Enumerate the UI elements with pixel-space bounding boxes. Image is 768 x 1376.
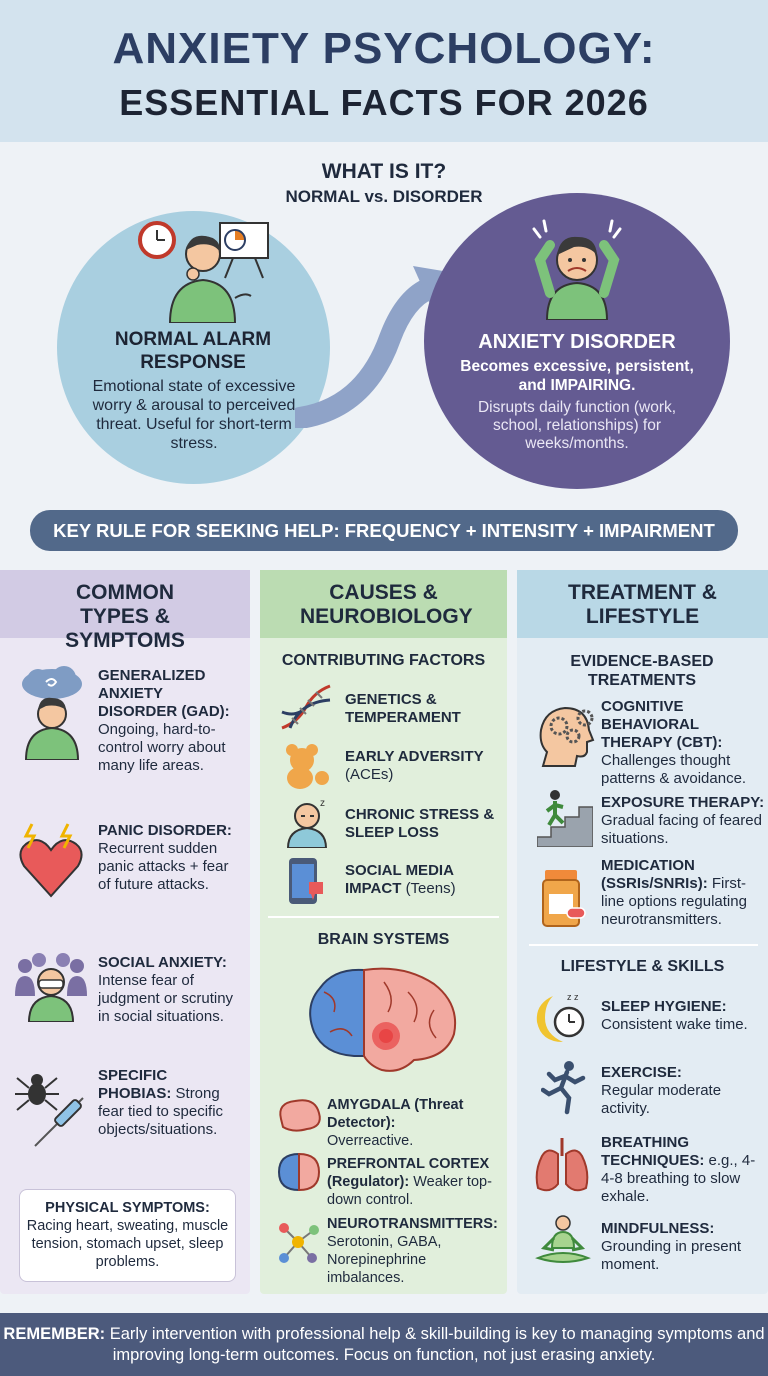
panic-text: Recurrent sudden panic attacks + fear of… bbox=[98, 840, 229, 893]
distressed-person-icon bbox=[532, 219, 622, 320]
factor-genetics: GENETICS & TEMPERAMENT bbox=[345, 691, 461, 726]
broken-heart-icon bbox=[19, 823, 83, 898]
causes-divider bbox=[268, 916, 499, 918]
what-is-subheading: NORMAL vs. DISORDER bbox=[285, 187, 483, 206]
gad-item: GENERALIZED ANXIETY DISORDER (GAD): Ongo… bbox=[98, 667, 244, 775]
svg-text:z z: z z bbox=[567, 992, 579, 1002]
footer-banner: REMEMBER: Early intervention with profes… bbox=[0, 1313, 768, 1376]
factor-adversity: EARLY ADVERSITY (ACEs) bbox=[345, 748, 484, 783]
runner-icon bbox=[541, 1061, 586, 1115]
dna-icon bbox=[281, 684, 331, 730]
lungs-icon bbox=[535, 1138, 589, 1192]
brain-diagram-icon bbox=[309, 967, 456, 1072]
key-rule-banner: KEY RULE FOR SEEKING HELP: FREQUENCY + I… bbox=[30, 510, 738, 551]
types-heading: COMMON TYPES & SYMPTOMS bbox=[0, 570, 250, 652]
neurotransmitters-item: NEUROTRANSMITTERS: Serotonin, GABA, Nore… bbox=[327, 1216, 498, 1286]
phobia-text: Strong fear tied to specific objects/sit… bbox=[98, 1085, 224, 1138]
stressed-person-icon bbox=[138, 221, 269, 323]
broken-teddy-icon bbox=[286, 744, 329, 789]
svg-text:z: z bbox=[320, 798, 325, 809]
factor-stress: CHRONIC STRESS & SLEEP LOSS bbox=[345, 806, 495, 841]
disorder-text: Disrupts daily function (work, school, r… bbox=[477, 399, 677, 452]
what-is-heading: WHAT IS IT? bbox=[321, 160, 447, 183]
phobia-item: SPECIFIC PHOBIAS: Strong fear tied to sp… bbox=[98, 1067, 244, 1139]
breathing-item: BREATHING TECHNIQUES: e.g., 4-4-8 breath… bbox=[601, 1134, 756, 1205]
disorder-title: ANXIETY DISORDER bbox=[478, 331, 676, 353]
molecule-icon bbox=[279, 1223, 319, 1263]
title-line1: ANXIETY PSYCHOLOGY: bbox=[112, 24, 656, 73]
types-column: COMMON TYPES & SYMPTOMS GENERALIZED ANXI… bbox=[0, 570, 250, 1294]
factor-social-media: SOCIAL MEDIA IMPACT (Teens) bbox=[345, 862, 456, 897]
pill-bottle-icon bbox=[542, 870, 586, 927]
exposure-item: EXPOSURE THERAPY: Gradual facing of fear… bbox=[601, 794, 765, 847]
panic-item: PANIC DISORDER: Recurrent sudden panic a… bbox=[98, 822, 244, 894]
medication-item: MEDICATION (SSRIs/SNRIs): First-line opt… bbox=[601, 857, 747, 928]
cbt-item: COGNITIVE BEHAVIORAL THERAPY (CBT): Chal… bbox=[601, 698, 747, 787]
brain-lobes-icon bbox=[277, 1152, 321, 1192]
causes-column: CAUSES & NEUROBIOLOGY CONTRIBUTING FACTO… bbox=[260, 570, 507, 1294]
brain-heading: BRAIN SYSTEMS bbox=[317, 931, 450, 948]
treatment-heading: TREATMENT & LIFESTYLE bbox=[517, 570, 768, 638]
meditation-icon bbox=[535, 1215, 591, 1263]
physical-symptoms-box: PHYSICAL SYMPTOMS: Racing heart, sweatin… bbox=[19, 1189, 236, 1282]
head-gears-icon bbox=[539, 706, 595, 767]
mindfulness-item: MINDFULNESS: Grounding in present moment… bbox=[601, 1220, 742, 1273]
evidence-heading: EVIDENCE-BASED TREATMENTS bbox=[570, 653, 714, 689]
worried-person-icon bbox=[22, 666, 82, 760]
panic-title: PANIC DISORDER: bbox=[98, 822, 232, 839]
social-item: SOCIAL ANXIETY: Intense fear of judgment… bbox=[98, 954, 244, 1026]
tired-person-icon: z bbox=[286, 798, 328, 848]
gad-title: GENERALIZED ANXIETY DISORDER (GAD): bbox=[98, 667, 230, 720]
treatment-divider bbox=[529, 944, 758, 946]
footer-text: Early intervention with professional hel… bbox=[109, 1325, 765, 1364]
moon-clock-icon: z z bbox=[536, 992, 585, 1042]
causes-heading: CAUSES & NEUROBIOLOGY bbox=[260, 570, 507, 638]
gad-text: Ongoing, hard-to-control worry about man… bbox=[98, 721, 226, 774]
brain-small-icon bbox=[279, 1099, 321, 1132]
social-title: SOCIAL ANXIETY: bbox=[98, 954, 227, 971]
header-banner: ANXIETY PSYCHOLOGY: ESSENTIAL FACTS FOR … bbox=[0, 0, 768, 142]
normal-title: NORMAL ALARM RESPONSE bbox=[114, 329, 272, 373]
amygdala-item: AMYGDALA (Threat Detector): Overreactive… bbox=[327, 1097, 464, 1149]
prefrontal-item: PREFRONTAL CORTEX (Regulator): Weaker to… bbox=[327, 1156, 492, 1208]
footer-label: REMEMBER: bbox=[3, 1325, 106, 1343]
social-text: Intense fear of judgment or scrutiny in … bbox=[98, 972, 234, 1025]
sleep-item: SLEEP HYGIENE: Consistent wake time. bbox=[601, 998, 748, 1033]
disorder-emphasis: Becomes excessive, persistent, and IMPAI… bbox=[460, 358, 694, 394]
stairs-icon bbox=[537, 790, 593, 847]
normal-text: Emotional state of excessive worry & aro… bbox=[92, 378, 296, 452]
exercise-item: EXERCISE: Regular moderate activity. bbox=[601, 1064, 722, 1117]
phone-icon bbox=[289, 858, 323, 904]
title-line2: ESSENTIAL FACTS FOR 2026 bbox=[119, 82, 649, 123]
crowd-icon bbox=[15, 953, 87, 1022]
treatment-column: TREATMENT & LIFESTYLE EVIDENCE-BASED TRE… bbox=[517, 570, 768, 1294]
factors-heading: CONTRIBUTING FACTORS bbox=[281, 652, 486, 669]
phobia-title: SPECIFIC PHOBIAS: bbox=[98, 1067, 172, 1102]
lifestyle-heading: LIFESTYLE & SKILLS bbox=[560, 958, 725, 975]
physical-text: Racing heart, sweating, muscle tension, … bbox=[26, 1218, 229, 1270]
spider-syringe-icon bbox=[15, 1074, 84, 1147]
physical-title: PHYSICAL SYMPTOMS: bbox=[45, 1200, 210, 1216]
